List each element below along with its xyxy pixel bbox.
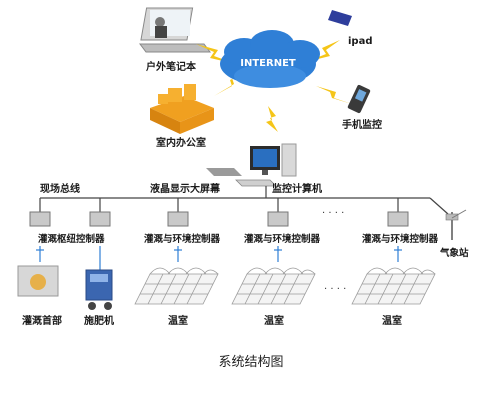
controller-cabinet-icon [267, 211, 289, 227]
connector-stubs [36, 246, 402, 270]
controller-cabinet-icon [167, 211, 189, 227]
lightning-icon [214, 70, 250, 96]
controller-cabinet-icon [387, 211, 409, 227]
weather-station-icon [445, 209, 467, 240]
lightning-icon [316, 86, 352, 104]
monitoring-computer-label: 监控计算机 [272, 182, 322, 195]
internet-cloud-icon [220, 30, 320, 88]
field-device-label-greenhouse-2: 温室 [264, 314, 284, 327]
outdoor-laptop-icon [139, 7, 211, 53]
field-device-label-fertilizer: 施肥机 [84, 314, 114, 327]
greenhouse-icon [134, 267, 219, 305]
lightning-icon [266, 106, 278, 132]
lightning-icon [306, 40, 340, 62]
big-screen-label: 液晶显示大屏幕 [150, 182, 221, 195]
greenhouse-ellipsis: · · · · [324, 284, 346, 295]
ipad-icon [328, 10, 352, 26]
weather-station-label: 气象站 [439, 247, 469, 259]
greenhouse-icon [351, 267, 436, 305]
controller-cabinet-icon [89, 211, 111, 227]
field-bus-label: 现场总线 [40, 182, 80, 195]
controller-label-env-3: 灌溉与环境控制器 [362, 233, 439, 245]
controller-label-env-1: 灌溉与环境控制器 [144, 233, 221, 245]
phone-monitor-label: 手机监控 [342, 118, 382, 131]
mobile-phone-icon [347, 84, 371, 114]
field-device-label-irrigation-head: 灌溉首部 [22, 314, 62, 327]
controller-label-hub: 灌溉枢纽控制器 [38, 233, 105, 245]
office-label: 室内办公室 [156, 136, 206, 149]
lightning-icons [196, 40, 352, 132]
diagram-caption: 系统结构图 [218, 355, 283, 370]
monitoring-computer-icon [206, 143, 297, 187]
controller-ellipsis: · · · · [322, 208, 344, 219]
office-building-icon [150, 84, 214, 134]
internet-label: INTERNET [240, 58, 296, 69]
irrigation-head-icon [17, 265, 59, 297]
field-device-label-greenhouse-3: 温室 [382, 314, 402, 327]
greenhouse-icon [231, 267, 316, 305]
fertilizer-machine-icon [85, 269, 113, 310]
controller-cabinet-icon [29, 211, 51, 227]
controller-label-env-2: 灌溉与环境控制器 [244, 233, 321, 245]
field-device-label-greenhouse-1: 温室 [168, 314, 188, 327]
ipad-label: ipad [348, 36, 373, 47]
outdoor-laptop-label: 户外笔记本 [145, 60, 197, 73]
field-bus-line [39, 186, 449, 215]
